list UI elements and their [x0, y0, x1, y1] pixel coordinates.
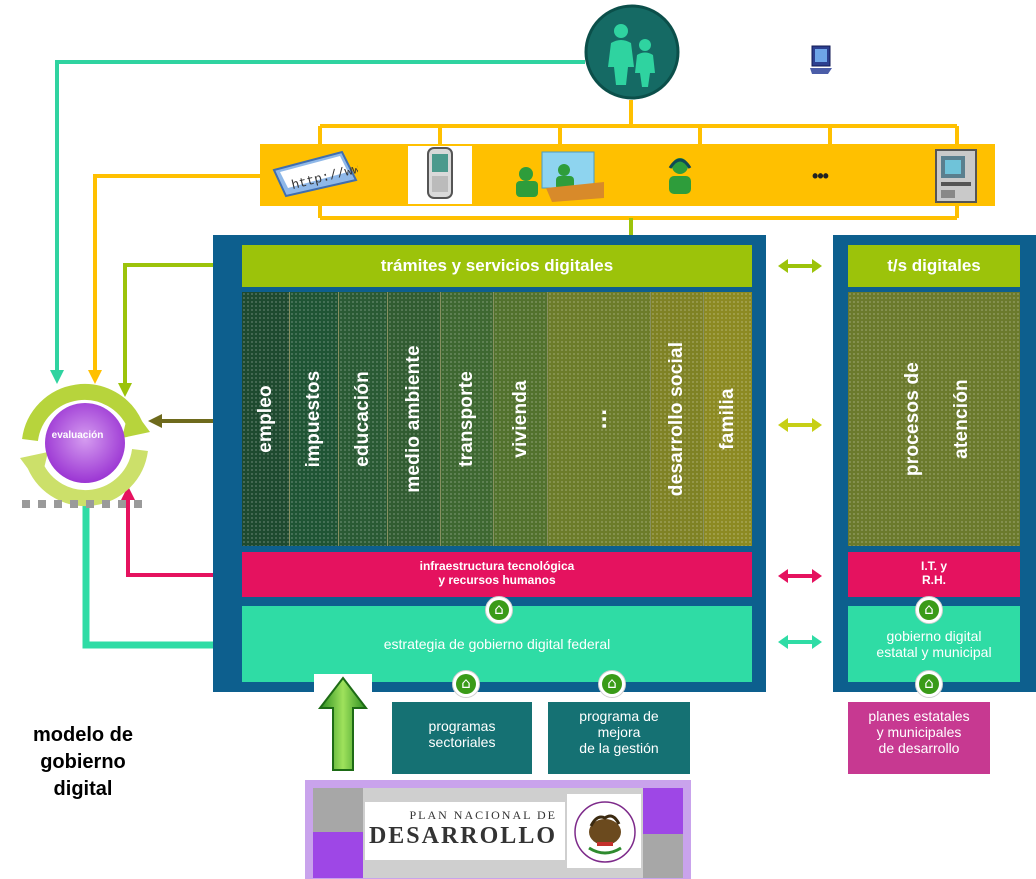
column-label: transporte — [456, 371, 477, 467]
column-label: desarrollo social — [666, 341, 687, 497]
ts-digitales-header: t/s digitales — [848, 245, 1020, 287]
double-arrow-green — [778, 259, 822, 273]
model-line-2: gobierno — [40, 751, 126, 773]
mejora-line-3: de la gestión — [579, 740, 659, 756]
model-line-1: modelo de — [32, 724, 133, 746]
column-label: ... — [585, 408, 612, 430]
column-label: vivienda — [509, 380, 531, 458]
it-line-1: I.T. y — [920, 559, 947, 573]
pnd-line-1: PLAN NACIONAL DE — [409, 808, 557, 822]
it-line-2: R.H. — [922, 573, 946, 587]
evaluation-label: evaluación — [51, 430, 104, 441]
tramites-header: trámites y servicios digitales — [242, 245, 752, 287]
computer-icon — [810, 45, 832, 74]
column-ellipsis: ... — [548, 292, 651, 546]
column-label: medio ambiente — [403, 345, 424, 493]
estrategia-label: estrategia de gobierno digital federal — [383, 636, 611, 652]
column-medio-ambiente: medio ambiente — [388, 292, 441, 546]
pnd-text-card: PLAN NACIONAL DE DESARROLLO — [365, 802, 565, 860]
mejora-line-2: mejora — [597, 724, 641, 740]
double-arrow-olive — [778, 418, 822, 432]
it-rh-bar: I.T. y R.H. — [848, 552, 1020, 597]
planes-line-2: y municipales — [876, 724, 962, 740]
column-label: procesos de — [902, 361, 924, 477]
upload-arrow-icon — [485, 596, 513, 624]
gob-line-2: estatal y municipal — [876, 644, 992, 660]
programas-line-1: programas — [428, 718, 496, 734]
column-procesos-atencion: procesos de atención — [848, 292, 1020, 546]
column-impuestos: impuestos — [290, 292, 339, 546]
gob-line-1: gobierno digital — [886, 628, 982, 644]
mobile-phone-icon[interactable] — [420, 146, 460, 202]
people-icon — [584, 4, 680, 100]
plan-nacional-desarrollo-logo: PLAN NACIONAL DE DESARROLLO — [305, 780, 691, 879]
infraestructura-bar: infraestructura tecnológica y recursos h… — [242, 552, 752, 597]
column-transporte: transporte — [441, 292, 494, 546]
call-center-icon[interactable] — [664, 154, 696, 196]
column-label: familia — [717, 388, 738, 450]
double-arrow-pink — [778, 569, 822, 583]
model-title: modelo de gobierno digital — [18, 722, 148, 803]
programas-sectoriales-box: programas sectoriales — [392, 702, 532, 774]
column-vivienda: vivienda — [494, 292, 548, 546]
programa-mejora-box: programa de mejora de la gestión — [548, 702, 690, 774]
column-label: educación — [352, 371, 373, 467]
pnd-square — [643, 788, 683, 834]
service-desk-icon[interactable] — [512, 148, 604, 202]
programas-line-2: sectoriales — [428, 734, 496, 750]
big-up-arrow-icon — [314, 674, 372, 774]
double-arrow-teal — [778, 635, 822, 649]
kiosk-icon[interactable] — [932, 148, 980, 204]
pnd-square — [313, 832, 363, 878]
planes-line-3: de desarrollo — [878, 740, 960, 756]
column-desarrollo-social: desarrollo social — [651, 292, 704, 546]
column-educacion: educación — [339, 292, 388, 546]
mejora-line-1: programa de — [579, 708, 659, 724]
column-label: atención — [950, 379, 972, 459]
pnd-line-2: DESARROLLO — [368, 823, 557, 849]
column-empleo: empleo — [242, 292, 290, 546]
upload-arrow-icon — [598, 670, 626, 698]
upload-arrow-icon — [915, 596, 943, 624]
planes-estatales-box: planes estatales y municipales de desarr… — [848, 702, 990, 774]
evaluation-cycle-icon — [20, 383, 150, 508]
pnd-square — [313, 788, 363, 832]
model-line-3: digital — [53, 778, 113, 800]
mexico-seal-icon — [574, 801, 636, 863]
pnd-square — [643, 834, 683, 878]
web-icon[interactable]: http://ww — [272, 150, 358, 198]
column-familia: familia — [704, 292, 752, 546]
infra-line-2: y recursos humanos — [438, 573, 556, 587]
column-label: impuestos — [303, 370, 324, 468]
channels-bar — [260, 144, 995, 206]
upload-arrow-icon — [915, 670, 943, 698]
upload-arrow-icon — [452, 670, 480, 698]
infra-line-1: infraestructura tecnológica — [419, 559, 575, 573]
column-label: empleo — [254, 385, 276, 453]
planes-line-1: planes estatales — [868, 708, 970, 724]
ellipsis-icon: ••• — [812, 166, 829, 186]
